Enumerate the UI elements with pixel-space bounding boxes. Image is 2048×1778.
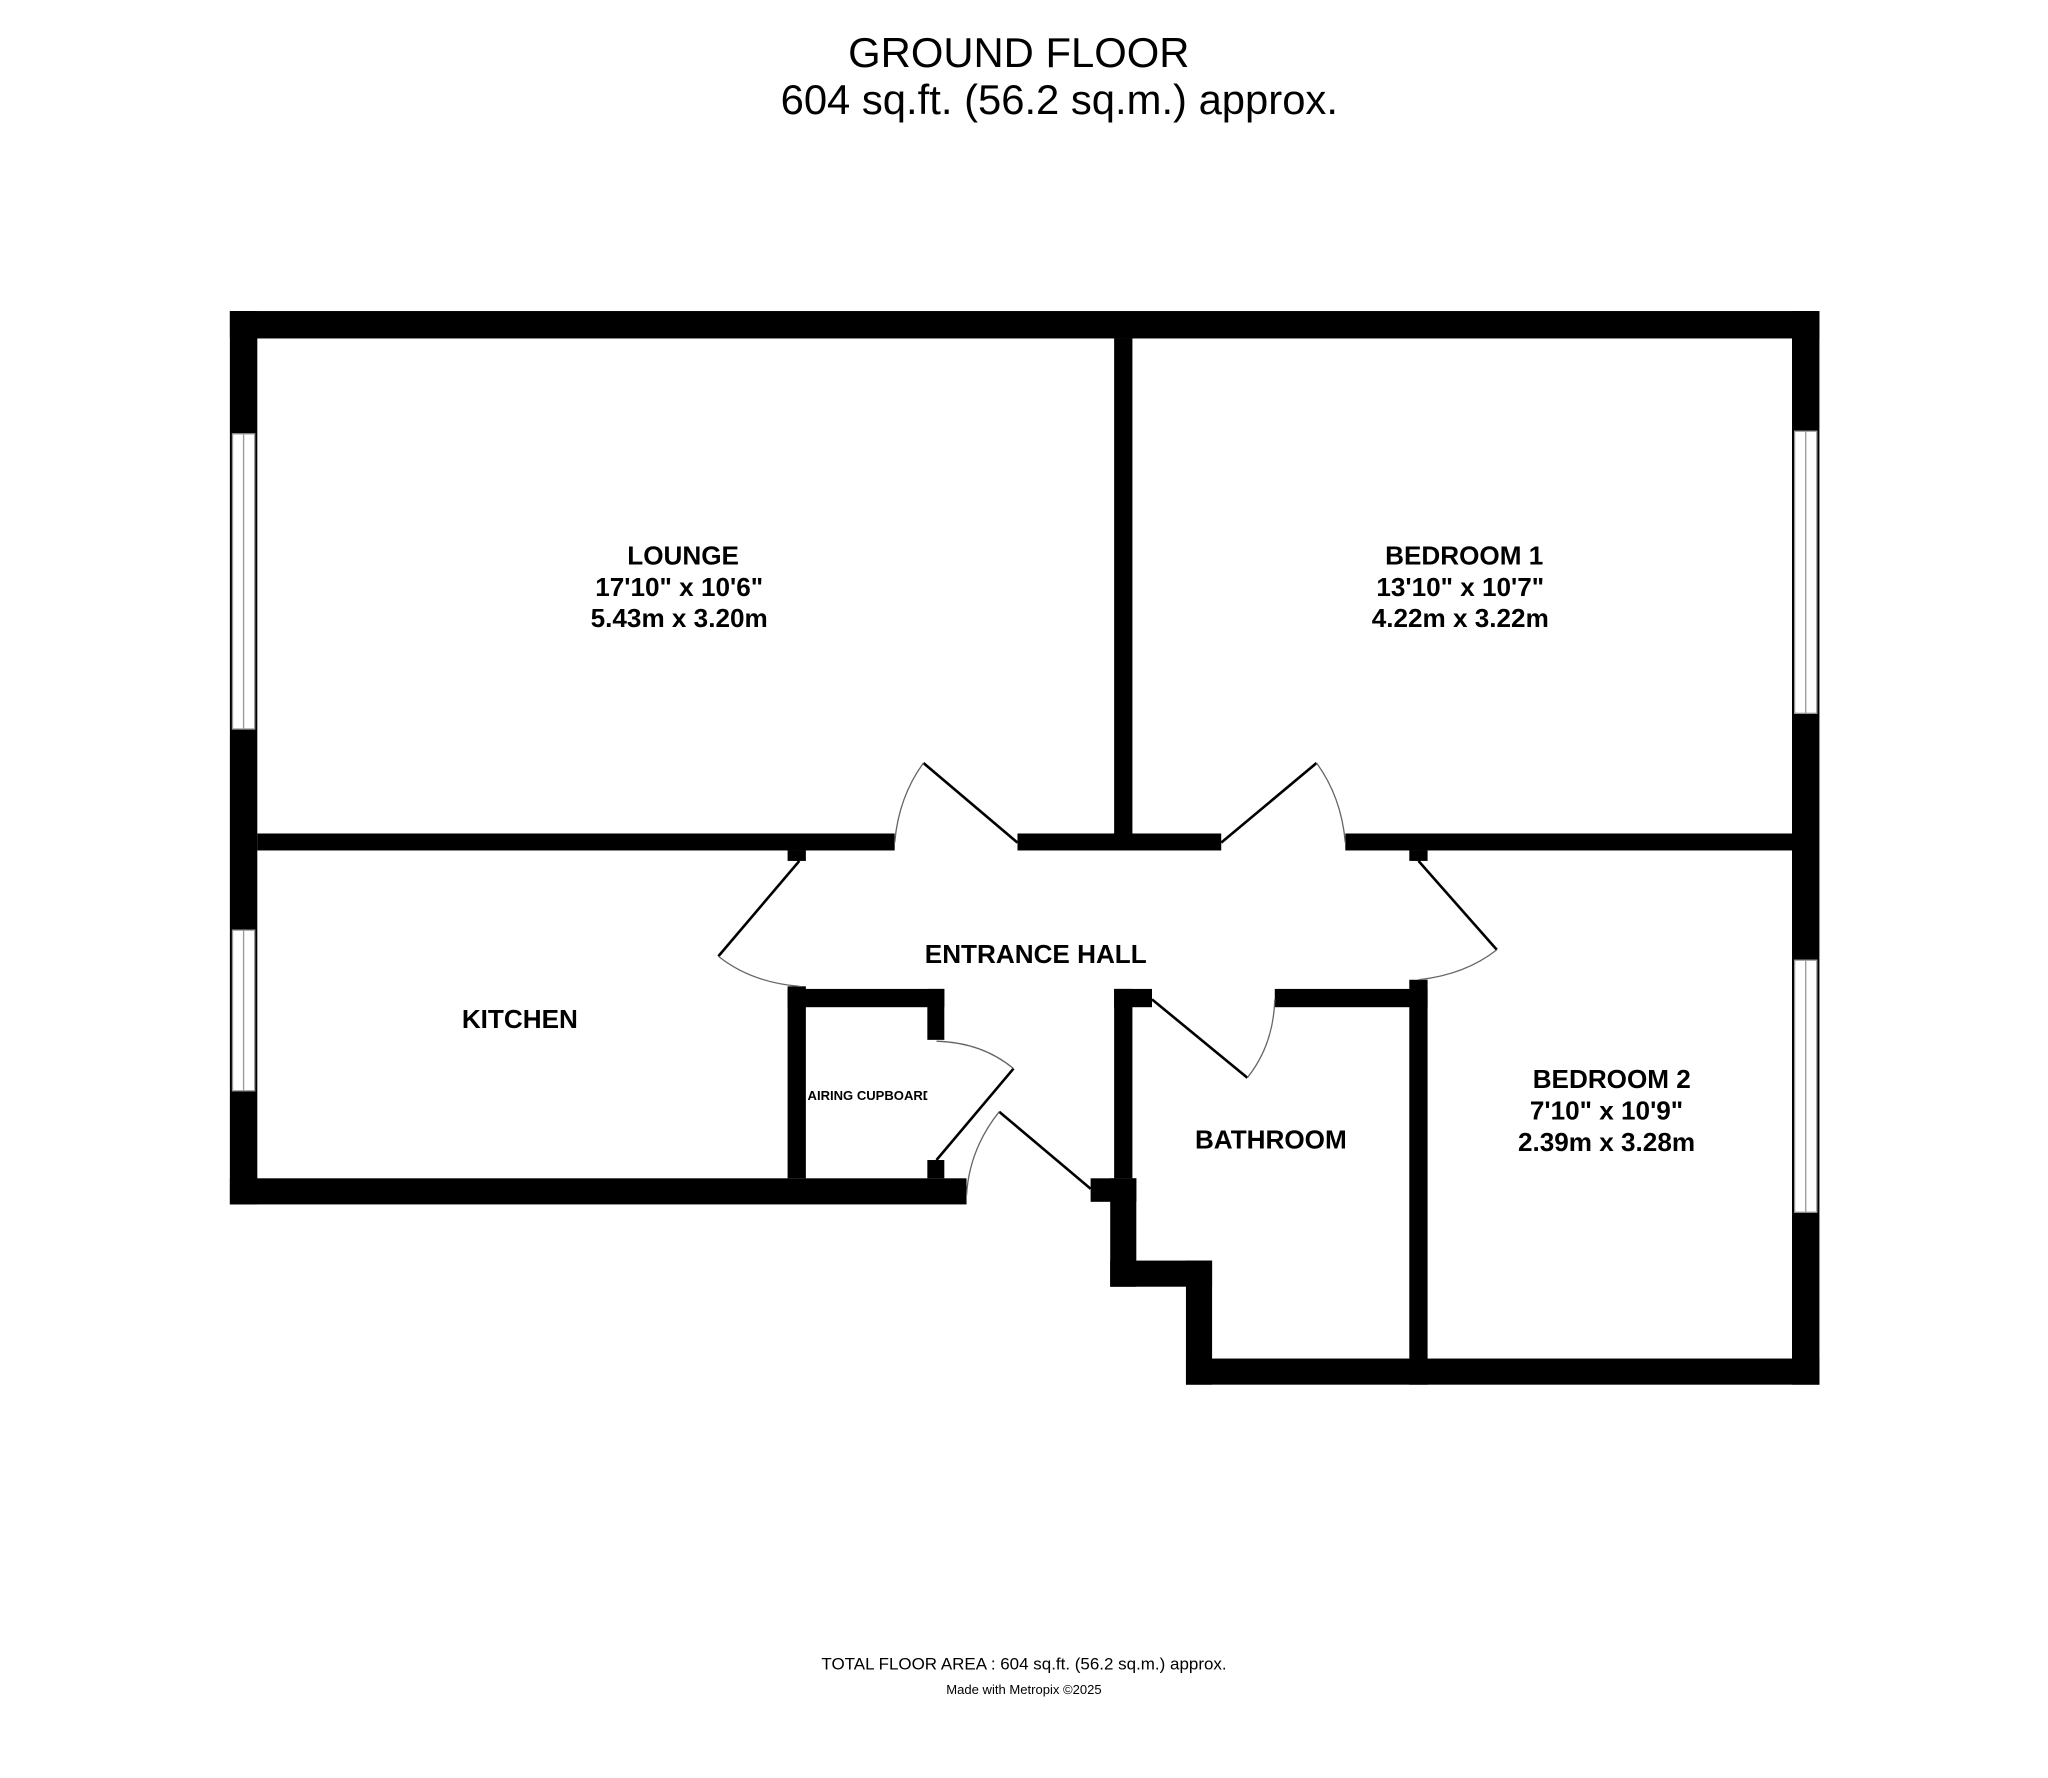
room-bedroom2: BEDROOM 2 7'10" x 10'9" 2.39m x 3.28m bbox=[1518, 1064, 1695, 1157]
floor-area: 604 sq.ft. (56.2 sq.m.) approx. bbox=[781, 76, 1338, 123]
credit: Made with Metropix ©2025 bbox=[946, 1682, 1101, 1697]
room-dimensions-metric: 2.39m x 3.28m bbox=[1518, 1127, 1695, 1157]
walls bbox=[229, 311, 1820, 1385]
room-name: LOUNGE bbox=[627, 540, 739, 570]
room-bedroom1: BEDROOM 1 13'10" x 10'7" 4.22m x 3.22m bbox=[1372, 540, 1549, 633]
door-kitchen bbox=[717, 860, 801, 987]
total-floor-area: TOTAL FLOOR AREA : 604 sq.ft. (56.2 sq.m… bbox=[821, 1654, 1226, 1673]
room-name: BEDROOM 1 bbox=[1385, 540, 1543, 570]
doors bbox=[717, 761, 1498, 1196]
room-name: BEDROOM 2 bbox=[1533, 1064, 1691, 1094]
door-bedroom1 bbox=[1220, 761, 1346, 844]
room-dimensions-imperial: 17'10" x 10'6" bbox=[595, 572, 763, 602]
windows bbox=[231, 430, 1818, 1213]
room-lounge: LOUNGE 17'10" x 10'6" 5.43m x 3.20m bbox=[591, 540, 768, 633]
floor-title: GROUND FLOOR bbox=[848, 29, 1189, 76]
door-cupboard bbox=[935, 1040, 1015, 1161]
room-dimensions-imperial: 13'10" x 10'7" bbox=[1376, 572, 1544, 602]
door-lounge bbox=[894, 761, 1019, 844]
door-bedroom2 bbox=[1417, 860, 1498, 981]
room-airing-cupboard: AIRING CUPBOARD bbox=[808, 1088, 933, 1103]
room-dimensions-metric: 5.43m x 3.20m bbox=[591, 603, 768, 633]
room-dimensions-metric: 4.22m x 3.22m bbox=[1372, 603, 1549, 633]
room-kitchen: KITCHEN bbox=[462, 1004, 578, 1034]
door-front bbox=[965, 1110, 1092, 1196]
room-dimensions-imperial: 7'10" x 10'9" bbox=[1530, 1096, 1683, 1126]
room-entrance-hall: ENTRANCE HALL bbox=[925, 939, 1147, 969]
door-bathroom bbox=[1151, 998, 1276, 1079]
room-bathroom: BATHROOM bbox=[1195, 1124, 1347, 1154]
